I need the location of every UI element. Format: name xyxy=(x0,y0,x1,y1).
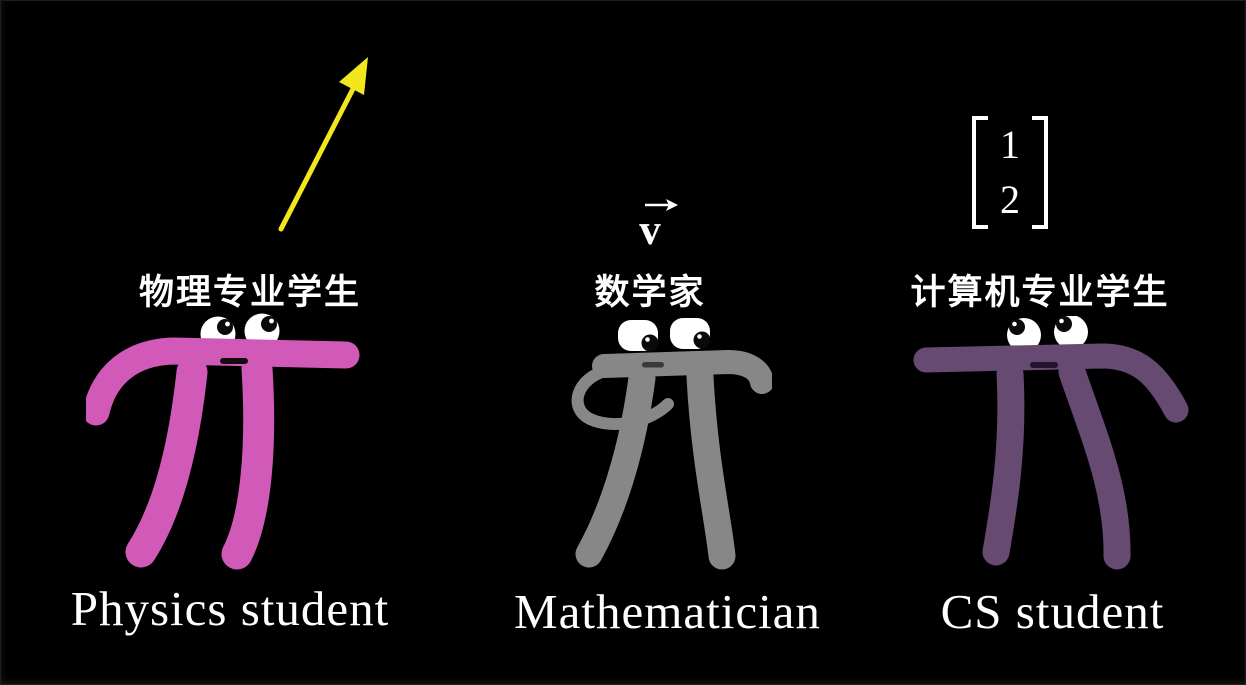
mathematician-en-label: Mathematician xyxy=(514,584,821,639)
column-vector-entries: 1 2 xyxy=(988,116,1032,229)
right-bracket xyxy=(1032,116,1048,229)
pupils-down-right xyxy=(641,331,711,352)
cs-cn-label: 计算机专业学生 xyxy=(910,273,1170,312)
mouth xyxy=(220,358,248,364)
vector-v-symbol: v xyxy=(618,198,682,252)
pupils-up-left xyxy=(1009,316,1072,335)
pi-creature-cs xyxy=(913,316,1189,570)
physics-body xyxy=(86,313,360,570)
vector-arrow-icon xyxy=(278,57,368,232)
mathematician-cn-label: 数学家 xyxy=(594,273,706,312)
vector-entry-1: 1 xyxy=(1000,122,1020,167)
cs-body xyxy=(913,316,1189,570)
pi-creature-physics xyxy=(86,313,360,570)
curled-arm xyxy=(571,364,674,431)
pupils-up-right xyxy=(217,316,277,335)
mouth xyxy=(642,362,664,368)
mouth xyxy=(1030,362,1058,368)
mathematician-body xyxy=(571,318,772,570)
column-vector: 1 2 xyxy=(972,116,1048,229)
left-bracket xyxy=(972,116,988,229)
vector-v-letter: v xyxy=(639,207,661,254)
physics-cn-label: 物理专业学生 xyxy=(138,273,361,312)
pi-creature-mathematician xyxy=(571,318,772,570)
vec-overbar-arrow-icon xyxy=(645,199,678,211)
vector-arrow-shape xyxy=(278,57,368,232)
cs-en-label: CS student xyxy=(940,584,1165,639)
vector-entry-2: 2 xyxy=(1000,177,1020,222)
physics-en-label: Physics student xyxy=(70,581,390,636)
